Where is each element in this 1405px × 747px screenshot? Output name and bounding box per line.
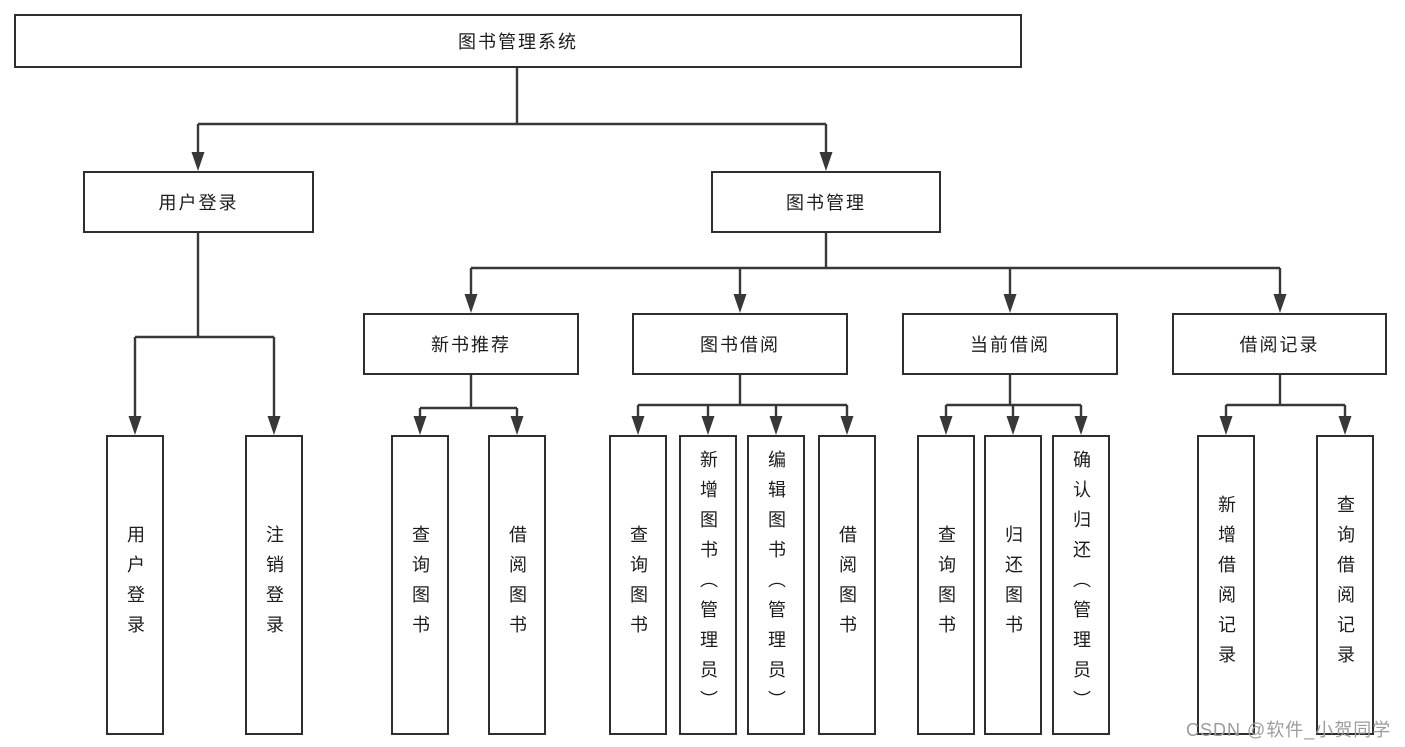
- node-borrow-books-borrowing: 借阅图书: [818, 435, 876, 735]
- node-library-management-system: 图书管理系统: [14, 14, 1022, 68]
- node-label: 查询图书: [410, 525, 430, 645]
- node-logout-leaf: 注销登录: [245, 435, 303, 735]
- node-label: 用户登录: [125, 525, 145, 645]
- node-label: 归还图书: [1003, 525, 1023, 645]
- node-query-books-borrowing: 查询图书: [609, 435, 667, 735]
- node-label: 查询图书: [936, 525, 956, 645]
- node-label: 新增图书（管理员）: [698, 450, 718, 720]
- node-return-books: 归还图书: [984, 435, 1042, 735]
- node-label: 借阅图书: [507, 525, 527, 645]
- node-edit-book-admin: 编辑图书（管理员）: [747, 435, 805, 735]
- node-label: 借阅图书: [837, 525, 857, 645]
- node-add-borrow-record: 新增借阅记录: [1197, 435, 1255, 735]
- node-user-login: 用户登录: [83, 171, 314, 233]
- node-user-login-leaf: 用户登录: [106, 435, 164, 735]
- node-add-book-admin: 新增图书（管理员）: [679, 435, 737, 735]
- node-new-book-recommendation: 新书推荐: [363, 313, 579, 375]
- node-label: 注销登录: [264, 525, 284, 645]
- node-current-borrowing: 当前借阅: [902, 313, 1118, 375]
- node-query-books-recommend: 查询图书: [391, 435, 449, 735]
- node-label: 查询图书: [628, 525, 648, 645]
- node-book-management: 图书管理: [711, 171, 941, 233]
- node-confirm-return-admin: 确认归还（管理员）: [1052, 435, 1110, 735]
- node-query-borrow-record: 查询借阅记录: [1316, 435, 1374, 735]
- node-borrow-books-recommend: 借阅图书: [488, 435, 546, 735]
- node-label: 查询借阅记录: [1335, 495, 1355, 675]
- csdn-watermark: CSDN @软件_小贺同学: [1186, 720, 1392, 740]
- node-label: 确认归还（管理员）: [1071, 450, 1091, 720]
- node-query-books-current: 查询图书: [917, 435, 975, 735]
- node-borrowing-records: 借阅记录: [1172, 313, 1387, 375]
- node-label: 新增借阅记录: [1216, 495, 1236, 675]
- node-label: 编辑图书（管理员）: [766, 450, 786, 720]
- arrowheads: [128, 152, 1352, 435]
- node-book-borrowing: 图书借阅: [632, 313, 848, 375]
